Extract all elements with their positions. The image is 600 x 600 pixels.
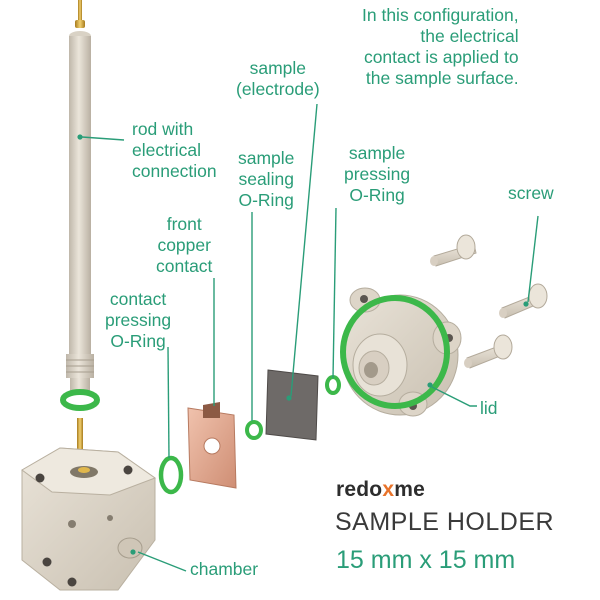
label-line: copper xyxy=(157,235,211,255)
label-line: contact xyxy=(156,256,213,276)
label-line: rod with xyxy=(132,119,194,139)
label-line: front xyxy=(166,214,202,234)
chamber xyxy=(21,447,157,591)
label-line: sample xyxy=(249,58,307,78)
label-sample-sealing-o-ring: sample sealing O-Ring xyxy=(238,148,294,211)
label-line: screw xyxy=(508,183,554,203)
label-sample-pressing-o-ring: sample pressing O-Ring xyxy=(344,143,410,206)
screw-top xyxy=(430,234,477,267)
note-line: In this configuration, xyxy=(362,5,519,25)
leader-lines xyxy=(81,103,539,572)
configuration-note: In this configuration, the electrical co… xyxy=(362,5,519,89)
sample-size: 15 mm x 15 mm xyxy=(336,546,516,574)
logo-text-left: redo xyxy=(336,478,383,501)
label-line: O-Ring xyxy=(238,190,294,210)
note-line: the sample surface. xyxy=(365,68,519,88)
lid xyxy=(340,287,462,417)
sample-pressing-o-ring xyxy=(325,375,341,395)
label-sample-electrode: sample (electrode) xyxy=(236,58,320,100)
logo-text-x: x xyxy=(382,478,395,501)
label-line: pressing xyxy=(105,310,172,330)
note-line: contact is applied to xyxy=(363,47,519,67)
label-line: connection xyxy=(132,161,217,181)
label-line: chamber xyxy=(190,559,259,579)
sample-electrode xyxy=(265,369,319,441)
label-chamber: chamber xyxy=(190,559,258,580)
product-title: SAMPLE HOLDER xyxy=(335,508,555,536)
screw-middle xyxy=(499,283,548,319)
redoxme-logo: redoxme xyxy=(336,478,425,502)
label-line: sealing xyxy=(238,169,294,189)
screw-bottom xyxy=(464,334,513,369)
label-line: O-Ring xyxy=(349,185,405,205)
label-line: contact xyxy=(109,289,167,309)
label-front-copper-contact: front copper contact xyxy=(156,214,212,277)
label-line: lid xyxy=(480,398,498,418)
sample-sealing-o-ring xyxy=(245,420,263,440)
label-line: sample xyxy=(348,143,406,163)
label-lid: lid xyxy=(480,398,498,419)
note-line: the electrical xyxy=(420,26,519,46)
rod-with-connection xyxy=(60,0,100,452)
label-screw: screw xyxy=(508,183,554,204)
label-line: electrical xyxy=(132,140,202,160)
label-line: O-Ring xyxy=(110,331,166,351)
label-rod: rod with electrical connection xyxy=(132,119,217,182)
label-line: pressing xyxy=(344,164,411,184)
logo-text-right: me xyxy=(394,478,425,501)
contact-pressing-o-ring xyxy=(158,455,184,495)
label-contact-pressing-o-ring: contact pressing O-Ring xyxy=(105,289,171,352)
label-line: sample xyxy=(238,148,295,168)
front-copper-contact xyxy=(187,402,237,489)
label-line: (electrode) xyxy=(236,79,320,99)
